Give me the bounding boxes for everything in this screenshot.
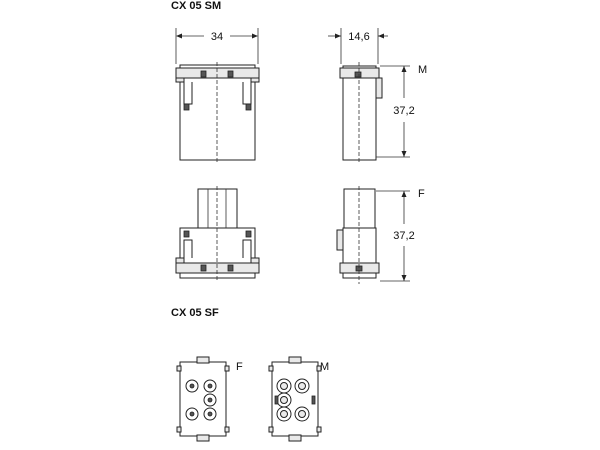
male-flange-tab-left: [175, 77, 185, 83]
label-male: M: [418, 64, 427, 76]
face-female-outline: [179, 361, 227, 437]
female-top-stub: [197, 188, 238, 230]
face-female-pin-5: [207, 411, 213, 417]
face-male-key-top: [288, 356, 302, 364]
female-latch-left: [183, 239, 193, 258]
face-female-tab-br: [224, 426, 230, 433]
face-male-tab-br: [316, 426, 322, 433]
face-label-male: M: [320, 361, 329, 373]
face-female-key-bottom: [196, 434, 210, 442]
male-flange: [175, 67, 260, 79]
face-female-key-top: [196, 356, 210, 364]
face-male-pin-3: [280, 396, 288, 404]
face-female-pin-4: [189, 411, 195, 417]
depth-arrow-right: [378, 33, 384, 39]
face-female-tab-bl: [176, 426, 182, 433]
face-male-slot-right: [311, 395, 316, 405]
male-body: [179, 64, 256, 161]
male-side-window: [354, 71, 362, 78]
face-male-tab-tr: [316, 365, 322, 372]
face-male-slot-left: [274, 395, 279, 405]
height-male-label: 37,2: [393, 105, 414, 117]
height-male-arrow-top: [401, 66, 407, 72]
face-female-tab-tl: [176, 365, 182, 372]
face-female-pin-1: [189, 383, 195, 389]
male-side-latch: [375, 77, 383, 99]
face-male-pin-1: [280, 382, 288, 390]
label-female: F: [418, 188, 425, 200]
depth-label: 14,6: [348, 31, 369, 43]
face-view-male: M: [268, 356, 329, 442]
face-male-tab-tl: [268, 365, 274, 372]
title-cx05sm: CX 05 SM: [171, 0, 221, 12]
female-latch-right: [242, 239, 252, 258]
arrow-right: [252, 33, 258, 39]
face-male-tab-bl: [268, 426, 274, 433]
female-flange: [175, 262, 260, 274]
face-view-female: F: [176, 356, 243, 442]
height-female-arrow-bottom: [401, 275, 407, 281]
face-female-pin-3: [207, 397, 213, 403]
male-latch-hook-right: [245, 103, 252, 111]
face-male-pin-4: [280, 410, 288, 418]
face-male-key-bottom: [288, 434, 302, 442]
width-label: 34: [211, 31, 223, 43]
male-side-view: 14,6 37,2 M: [328, 28, 427, 162]
depth-arrow-left: [335, 33, 341, 39]
female-side-stub: [343, 188, 376, 230]
female-latch-hook-right: [245, 230, 252, 238]
male-contact-window-left: [200, 70, 207, 78]
female-latch-hook-left: [183, 230, 190, 238]
male-latch-hook-left: [183, 103, 190, 111]
face-female-tab-tr: [224, 365, 230, 372]
height-female-arrow-top: [401, 191, 407, 197]
title-cx05sf: CX 05 SF: [171, 307, 219, 319]
face-label-female: F: [236, 361, 243, 373]
female-contact-window-right: [227, 264, 234, 272]
face-female-pin-2: [207, 383, 213, 389]
face-male-pin-5: [298, 410, 306, 418]
male-contact-window-right: [227, 70, 234, 78]
arrow-left: [176, 33, 182, 39]
height-female-label: 37,2: [393, 230, 414, 242]
female-front-view: [175, 186, 260, 282]
female-flange-tab-right: [250, 257, 260, 264]
female-side-view: 37,2 F: [336, 186, 425, 284]
male-front-view: 34: [175, 28, 260, 162]
female-side-latch: [336, 229, 344, 251]
female-contact-window-left: [200, 264, 207, 272]
male-flange-tab-right: [250, 77, 260, 83]
face-male-pin-2: [298, 382, 306, 390]
height-male-arrow-bottom: [401, 151, 407, 157]
male-side-body: [342, 65, 377, 161]
female-flange-tab-left: [175, 257, 185, 264]
